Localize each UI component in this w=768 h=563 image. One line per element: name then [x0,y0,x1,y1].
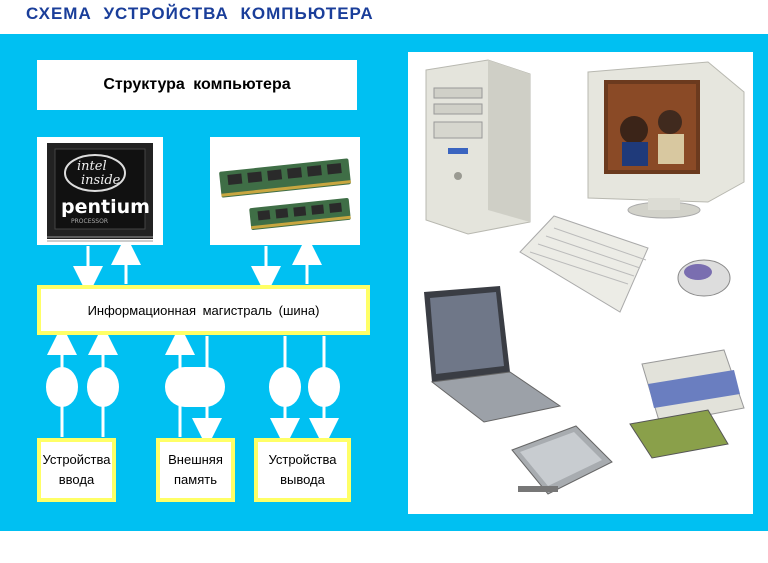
input-port-oval-1 [46,367,78,407]
svg-text:PROCESSOR: PROCESSOR [71,218,108,225]
svg-text:inside: inside [81,173,121,188]
external-memory-label-line1: Внешняя [168,452,223,467]
input-port-oval-2 [87,367,119,407]
input-devices-label-line1: Устройства [42,452,111,467]
cpu-image: intel inside pentium PROCESSOR [37,137,163,245]
system-bus-box: Информационная магистраль (шина) [37,285,370,335]
output-devices-label-line1: Устройства [268,452,337,467]
svg-text:intel: intel [77,159,107,174]
input-devices-label-line2: ввода [58,472,95,487]
output-port-oval-2 [308,367,340,407]
output-port-oval-1 [269,367,301,407]
laptop-icon [424,286,562,423]
intel-pentium-chip-icon: intel inside pentium PROCESSOR [47,143,153,242]
monitor-icon [587,61,745,219]
structure-heading: Структура компьютера [103,76,291,93]
output-devices-box: Устройства вывода [254,438,351,502]
structure-heading-box: Структура компьютера [37,60,357,110]
ram-image [210,137,360,245]
mouse-icon [677,259,731,297]
printer-icon [629,349,745,459]
devices-photo-panel [408,52,753,514]
svg-text:pentium: pentium [61,196,150,218]
keyboard-icon [519,215,649,313]
external-memory-box: Внешняя память [156,438,235,502]
system-bus-label: Информационная магистраль (шина) [87,302,320,318]
output-devices-label-line2: вывода [280,472,325,487]
page-title: СХЕМА УСТРОЙСТВА КОМПЬЮТЕРА [26,4,374,23]
external-memory-label-line2: память [174,472,217,487]
input-devices-box: Устройства ввода [37,438,116,502]
memory-controller-oval [165,367,225,407]
ram-modules-icon [219,158,351,230]
scanner-icon [511,425,613,495]
system-unit-icon [425,59,531,235]
